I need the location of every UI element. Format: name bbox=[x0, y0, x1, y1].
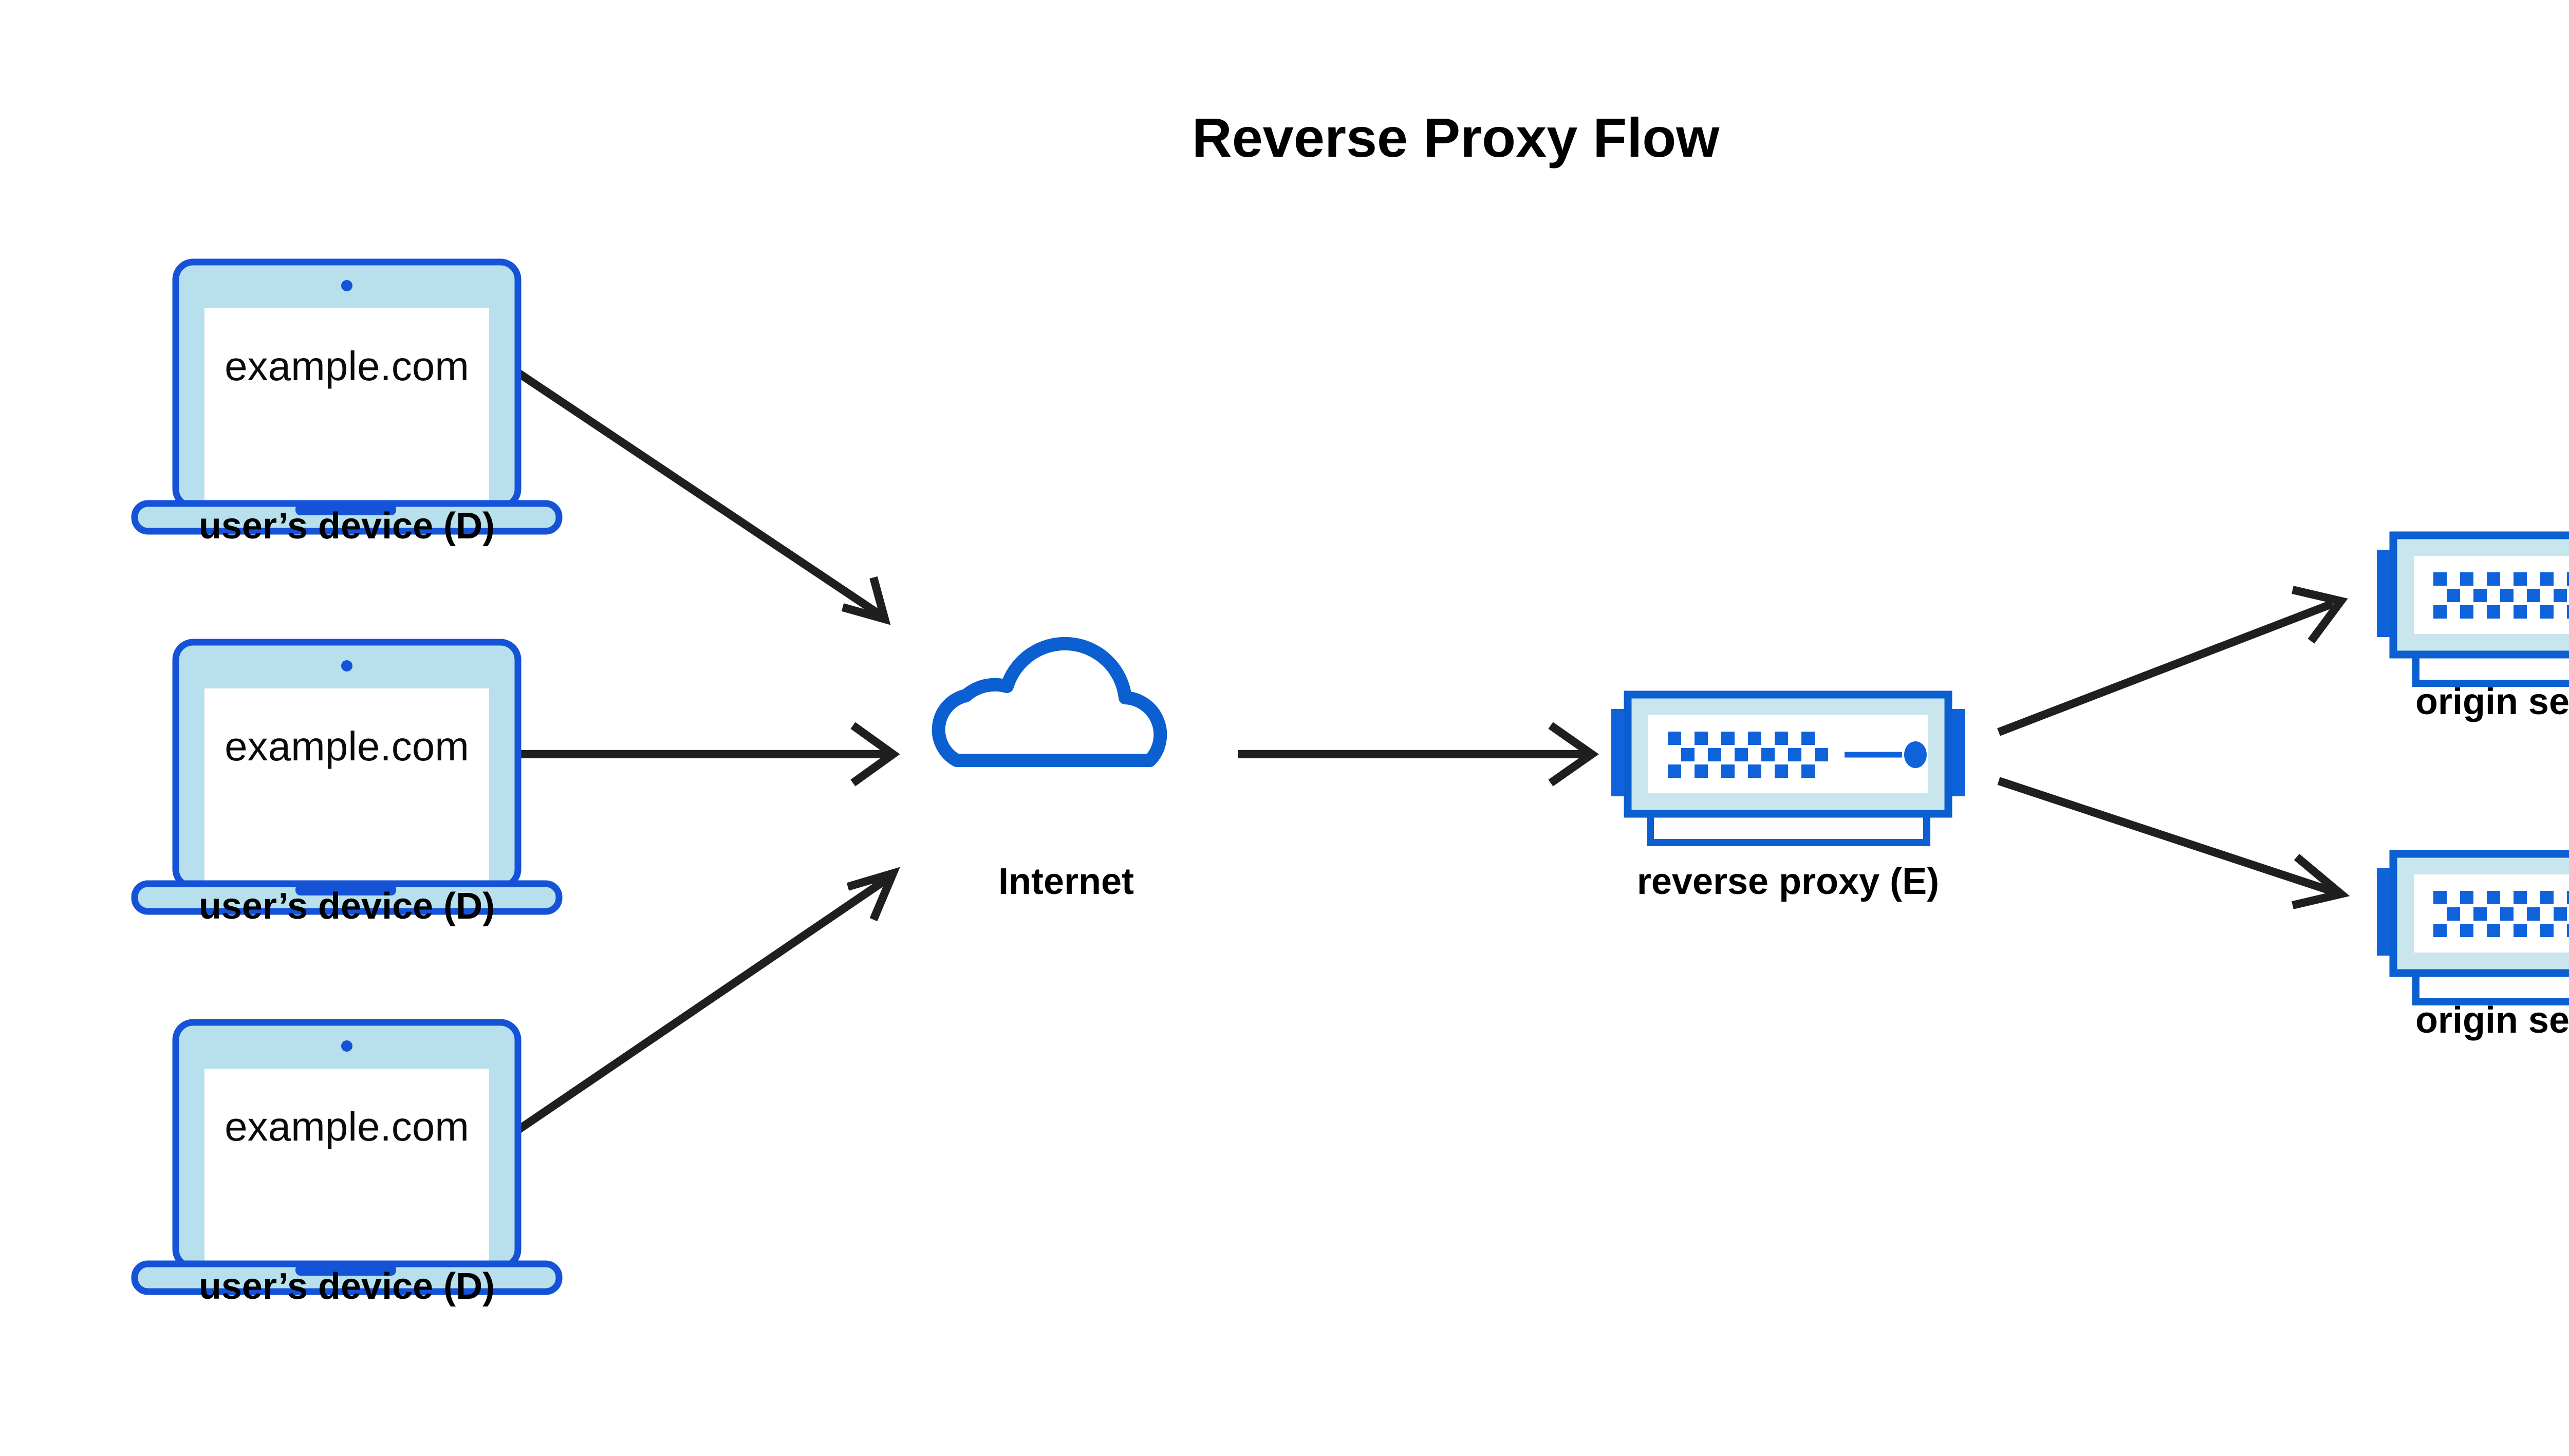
device-label: user’s device (D) bbox=[199, 1266, 495, 1307]
server-icon bbox=[2377, 535, 2569, 683]
device-screen-text: example.com bbox=[225, 723, 469, 769]
origin-server-label: origin server (F) bbox=[2415, 1000, 2569, 1041]
node-internet[interactable]: Internet bbox=[939, 644, 1161, 902]
node-user-device-bottom[interactable]: example.com user’s device (D) bbox=[135, 1022, 559, 1307]
internet-label: Internet bbox=[998, 861, 1134, 902]
cloud-icon bbox=[939, 644, 1161, 760]
laptop-icon bbox=[135, 642, 559, 911]
page-title: Reverse Proxy Flow bbox=[1192, 106, 1720, 169]
device-label: user’s device (D) bbox=[199, 886, 495, 927]
server-icon bbox=[1611, 695, 1965, 843]
edge-layer bbox=[511, 366, 2350, 1136]
edge-proxy-to-origin-top bbox=[1997, 586, 2348, 736]
device-screen-text: example.com bbox=[225, 343, 469, 389]
origin-server-label: origin server (F) bbox=[2415, 681, 2569, 722]
edge-internet-to-proxy bbox=[1238, 722, 1599, 787]
node-reverse-proxy[interactable]: reverse proxy (E) bbox=[1611, 695, 1965, 902]
edge-proxy-to-origin-bottom bbox=[1997, 777, 2350, 909]
edge-device-middle-to-internet bbox=[514, 722, 900, 787]
server-icon bbox=[2377, 854, 2569, 1002]
laptop-icon bbox=[135, 1022, 559, 1292]
device-label: user’s device (D) bbox=[199, 506, 495, 547]
device-screen-text: example.com bbox=[225, 1104, 469, 1149]
laptop-icon bbox=[135, 262, 559, 531]
node-user-device-middle[interactable]: example.com user’s device (D) bbox=[135, 642, 559, 927]
edge-device-top-to-internet bbox=[511, 366, 891, 625]
node-origin-server-bottom[interactable]: origin server (F) bbox=[2377, 854, 2569, 1041]
edge-device-bottom-to-internet bbox=[511, 867, 900, 1136]
node-user-device-top[interactable]: example.com user’s device (D) bbox=[135, 262, 559, 547]
reverse-proxy-label: reverse proxy (E) bbox=[1637, 861, 1939, 902]
node-origin-server-top[interactable]: origin server (F) bbox=[2377, 535, 2569, 722]
